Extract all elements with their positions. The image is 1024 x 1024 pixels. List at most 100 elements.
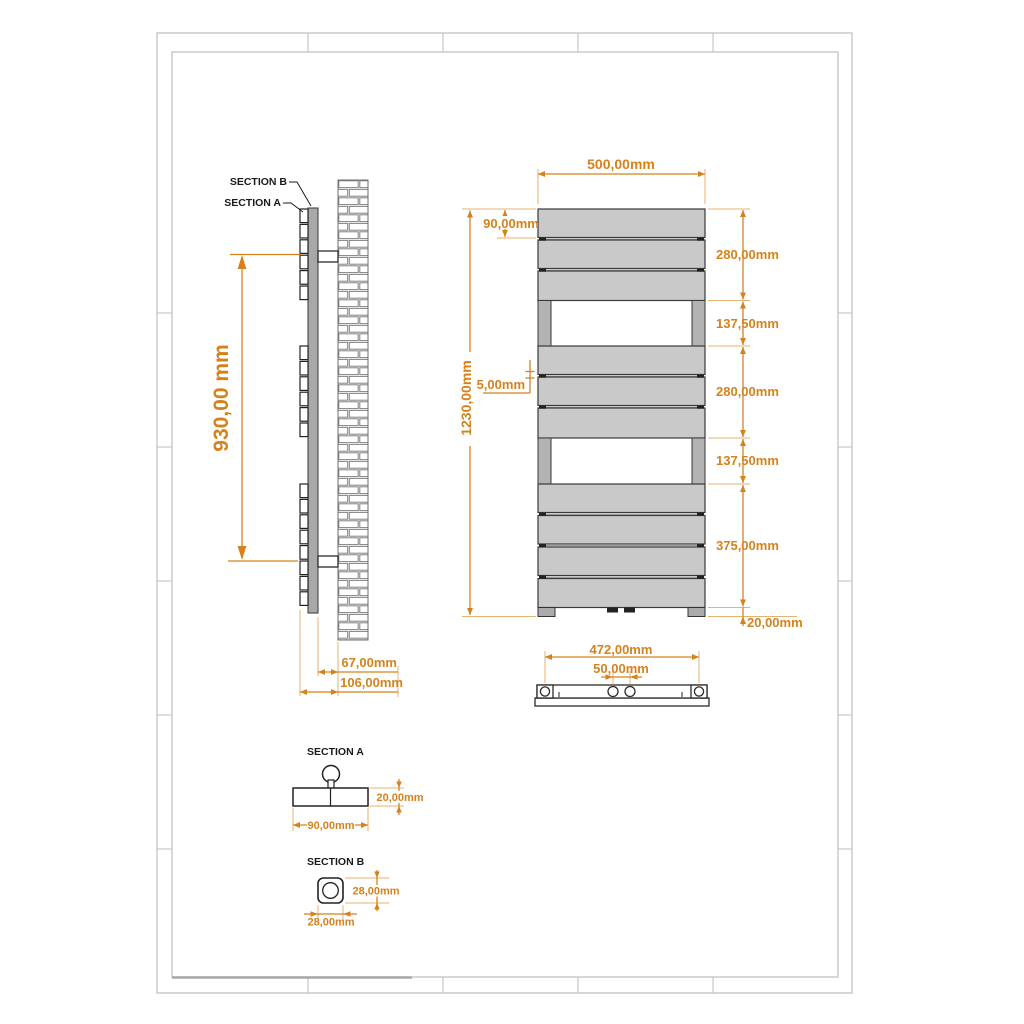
center-port [624, 685, 636, 698]
dim-137-top-label: 137,50mm [716, 316, 779, 331]
dim-28-height-label: 28,00mm [352, 886, 399, 898]
arrow-up-icon [396, 806, 402, 813]
dim-90-label: 90,00mm [483, 216, 539, 231]
wall-rail [307, 207, 319, 614]
inner-border [171, 51, 839, 978]
side-view: SECTION B SECTION A 930,00 mm 67,00mm 10… [210, 176, 403, 697]
radiator-panel [537, 270, 706, 302]
port-left [539, 686, 551, 697]
dim-5-label: 5,00mm [477, 377, 525, 392]
side-panel [299, 591, 309, 606]
radiator-panel [537, 376, 706, 407]
side-panel [299, 498, 309, 514]
dim-930-label: 930,00 mm [210, 344, 233, 451]
dim-930: 930,00 mm [210, 253, 301, 562]
top-view-back-bar [534, 697, 710, 707]
section-b-leader-line [289, 181, 312, 207]
dim-50-label: 50,00mm [593, 661, 649, 676]
center-port [607, 685, 619, 698]
radiator-panel [537, 345, 706, 376]
top-view: 472,00mm 50,00mm [534, 642, 710, 707]
side-panel [299, 223, 309, 239]
dim-20-label: 20,00mm [376, 792, 423, 804]
arrow-right-icon [605, 674, 613, 680]
section-callouts: SECTION B SECTION A [224, 176, 312, 213]
side-panel [299, 560, 309, 576]
side-panel [299, 514, 309, 529]
section-b-title: SECTION B [307, 856, 365, 868]
radiator-foot-left [537, 607, 556, 617]
section-b-detail: SECTION B 28,00mm 28,00mm [304, 856, 400, 929]
dim-500-label: 500,00mm [587, 156, 655, 172]
side-panel [299, 285, 309, 301]
dim-28-width: 28,00mm [304, 905, 357, 929]
port-right [693, 686, 705, 697]
dim-text-mask [355, 885, 399, 897]
dim-500: 500,00mm [537, 156, 706, 204]
arrow-down-icon [374, 871, 380, 878]
section-a-detail: SECTION A 20,00mm 90,00mm [292, 746, 424, 832]
side-panel [299, 529, 309, 545]
dim-28-width-label: 28,00mm [307, 917, 354, 929]
dim-375-label: 375,00mm [716, 538, 779, 553]
arrow-right-icon [310, 911, 318, 917]
dim-right-chain: 280,00mm 137,50mm 280,00mm 137,50mm 375,… [708, 208, 803, 630]
wall-bracket-upper [317, 250, 339, 263]
dim-280-mid-label: 280,00mm [716, 384, 779, 399]
side-panel [299, 270, 309, 285]
section-b-callout-label: SECTION B [230, 176, 288, 188]
dim-text-mask [486, 216, 536, 229]
arrow-up-icon [237, 255, 247, 269]
side-panel [299, 239, 309, 255]
side-panel [299, 208, 309, 224]
dim-text-mask [456, 352, 473, 446]
side-panel [299, 345, 309, 361]
section-a-callout-label: SECTION A [224, 197, 281, 209]
dim-90: 90,00mm [483, 209, 539, 239]
sheet-frame [156, 32, 853, 994]
side-panel [299, 422, 309, 438]
dim-90-section-a: 90,00mm [292, 808, 369, 832]
front-view: 500,00mm 1230,00mm 90,00mm 5,00mm [456, 156, 803, 630]
side-panel-stack [299, 208, 309, 606]
margin-ticks [157, 33, 852, 993]
panel-neck [327, 779, 335, 790]
dim-472: 472,00mm [544, 642, 700, 683]
dim-1230: 1230,00mm [456, 208, 536, 617]
side-panel [299, 575, 309, 591]
pipe-connection [624, 607, 635, 613]
dim-text-mask [307, 819, 355, 831]
rail-bore [322, 882, 339, 899]
dim-20-foot-label: 20,00mm [747, 615, 803, 630]
side-panel [299, 360, 309, 376]
arrow-down-icon [237, 546, 247, 560]
arrow-left-icon [630, 674, 638, 680]
front-panels [537, 208, 706, 617]
arrow-left-icon [343, 911, 351, 917]
dim-50: 50,00mm [593, 661, 649, 685]
wall-bracket-lower [317, 555, 339, 568]
radiator-panel [537, 239, 706, 270]
side-panel [299, 483, 309, 499]
side-rail-right [691, 300, 706, 347]
radiator-foot-right [687, 607, 706, 617]
side-panel [299, 376, 309, 391]
panel-gap-joints [539, 237, 704, 579]
side-panel [299, 391, 309, 407]
outer-border [156, 32, 853, 994]
radiator-panel [537, 208, 706, 239]
dim-5: 5,00mm [477, 360, 535, 394]
radiator-panel [537, 483, 706, 514]
side-rail-right [691, 437, 706, 485]
dim-28-height: 28,00mm [345, 870, 400, 911]
dim-472-label: 472,00mm [590, 642, 653, 657]
side-panel [299, 544, 309, 560]
pipe-connection [607, 607, 618, 613]
side-rail-left [537, 437, 552, 485]
arrow-up-icon [374, 903, 380, 910]
dim-90-section-label: 90,00mm [307, 820, 354, 832]
dim-280-top-label: 280,00mm [716, 247, 779, 262]
radiator-panel [537, 546, 706, 577]
